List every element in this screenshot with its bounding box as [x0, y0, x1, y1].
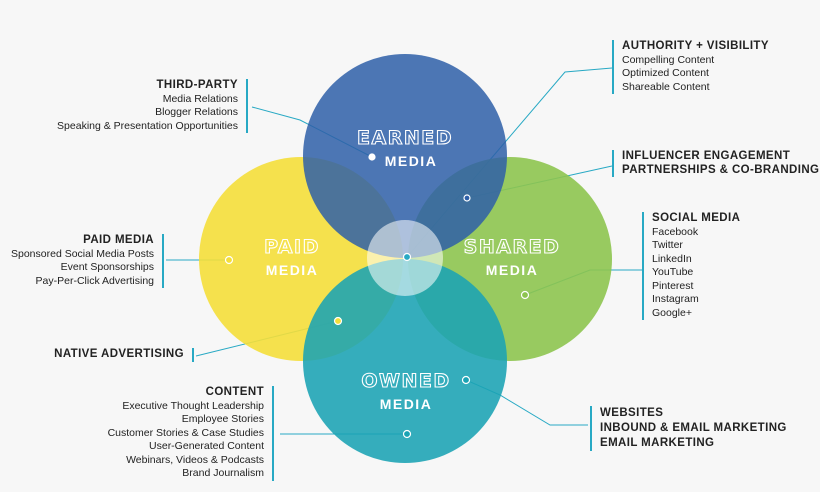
dot-influencer [463, 194, 471, 202]
authority-item: Optimized Content [622, 67, 709, 79]
social-media-item: Facebook [652, 225, 699, 238]
paid-media-item: Sponsored Social Media Posts [11, 247, 154, 260]
dot-owned [461, 375, 471, 385]
influencer-line: PARTNERSHIPS & CO-BRANDING [622, 163, 820, 176]
websites-block: WEBSITES INBOUND & EMAIL MARKETING EMAIL… [590, 406, 787, 451]
influencer-block: INFLUENCER ENGAGEMENT PARTNERSHIPS & CO-… [612, 150, 819, 177]
third-party-item: Speaking & Presentation Opportunities [57, 119, 238, 132]
websites-line: EMAIL MARKETING [600, 437, 715, 449]
dot-content [402, 429, 412, 439]
native-advertising-block: NATIVE ADVERTISING [54, 348, 194, 362]
earned-title: EARNED [357, 127, 453, 149]
third-party-block: THIRD-PARTY Media Relations Blogger Rela… [57, 79, 248, 133]
content-heading: CONTENT [205, 386, 264, 398]
dot-earned [368, 153, 376, 161]
content-item: User-Generated Content [149, 440, 264, 452]
social-media-item: Pinterest [652, 279, 694, 292]
dot-native [333, 316, 343, 326]
social-media-item: Instagram [652, 293, 699, 305]
dot-paid [224, 255, 234, 265]
content-item: Customer Stories & Case Studies [107, 426, 264, 439]
native-advertising-heading: NATIVE ADVERTISING [54, 348, 184, 360]
owned-title: OWNED [361, 370, 450, 392]
paid-media-item: Pay-Per-Click Advertising [35, 274, 154, 287]
social-media-item: Google+ [652, 306, 692, 319]
content-item: Webinars, Videos & Podcasts [126, 453, 264, 466]
owned-subtitle: MEDIA [380, 396, 433, 412]
influencer-line: INFLUENCER ENGAGEMENT [622, 150, 791, 162]
websites-line: INBOUND & EMAIL MARKETING [600, 422, 787, 434]
social-media-item: YouTube [652, 266, 694, 278]
dot-center [402, 252, 412, 262]
social-media-block: SOCIAL MEDIA Facebook Twitter LinkedIn Y… [642, 212, 740, 320]
third-party-item: Blogger Relations [155, 106, 238, 118]
content-block: CONTENT Executive Thought Leadership Emp… [108, 386, 274, 481]
authority-item: Shareable Content [622, 80, 710, 93]
shared-subtitle: MEDIA [486, 262, 539, 278]
third-party-item: Media Relations [162, 92, 238, 105]
paid-media-item: Event Sponsorships [60, 261, 154, 273]
authority-item: Compelling Content [622, 53, 715, 66]
paid-subtitle: MEDIA [266, 262, 319, 278]
earned-media-circle [303, 54, 507, 258]
authority-heading: AUTHORITY + VISIBILITY [622, 40, 769, 52]
shared-title: SHARED [464, 236, 561, 258]
dot-shared [520, 290, 530, 300]
paid-title: PAID [264, 236, 320, 258]
content-item: Brand Journalism [182, 467, 264, 479]
content-item: Employee Stories [181, 413, 264, 425]
paid-media-heading: PAID MEDIA [83, 234, 154, 246]
websites-line: WEBSITES [600, 407, 664, 419]
owned-media-circle [303, 259, 507, 463]
social-media-item: Twitter [652, 239, 683, 251]
authority-block: AUTHORITY + VISIBILITY Compelling Conten… [612, 40, 769, 94]
social-media-item: LinkedIn [652, 252, 692, 265]
social-media-heading: SOCIAL MEDIA [652, 212, 741, 224]
third-party-heading: THIRD-PARTY [156, 79, 238, 91]
paid-media-block: PAID MEDIA Sponsored Social Media Posts … [11, 234, 164, 288]
earned-subtitle: MEDIA [385, 153, 438, 169]
content-item: Executive Thought Leadership [122, 399, 264, 412]
